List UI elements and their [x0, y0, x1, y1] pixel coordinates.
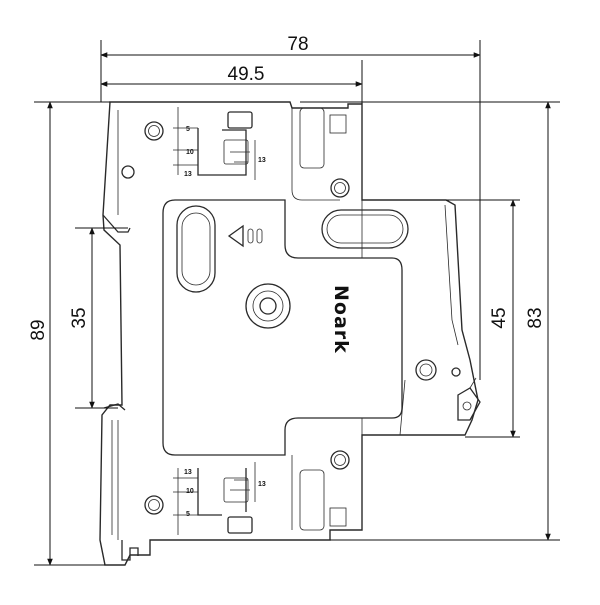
terminal-mark: 10	[186, 149, 194, 156]
upper-terminal: 5 10 13 13	[173, 107, 347, 180]
breaker-body	[99, 101, 479, 566]
dimension-half-width: 49.5	[228, 64, 265, 85]
inner-panels	[162, 108, 459, 530]
dimension-front-height: 45	[489, 307, 510, 328]
trip-lever	[457, 377, 481, 421]
dimension-overall-height: 89	[28, 319, 49, 340]
dimension-rail-slot: 35	[69, 307, 90, 328]
terminal-mark: 13	[258, 481, 266, 488]
rivets	[121, 121, 461, 515]
dimension-lines	[34, 40, 560, 566]
lower-terminal: 13 13 10 5	[173, 462, 347, 535]
terminal-mark: 13	[184, 469, 192, 476]
terminal-mark: 13	[258, 157, 266, 164]
terminal-mark: 5	[186, 126, 190, 133]
central-boss	[245, 283, 291, 329]
terminal-mark: 5	[186, 511, 190, 518]
direction-arrow-icon	[227, 224, 263, 248]
noark-logo: Noark	[330, 285, 352, 354]
terminal-mark: 13	[184, 171, 192, 178]
dimension-body-height: 83	[525, 307, 546, 328]
dimension-overall-width: 78	[287, 34, 308, 55]
terminal-mark: 10	[186, 488, 194, 495]
